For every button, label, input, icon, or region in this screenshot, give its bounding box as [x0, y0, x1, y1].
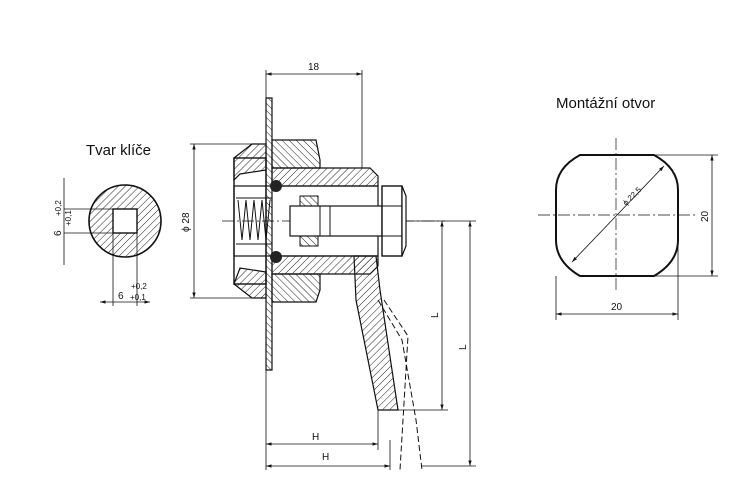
- housing-bottom: [233, 267, 267, 299]
- key-horizontal-tol-upper: +0,2: [131, 282, 147, 291]
- shaft: [289, 205, 383, 237]
- key-shape-title: Tvar klíče: [86, 142, 151, 159]
- dim-hole-width: 20: [611, 302, 623, 313]
- shaft-hatch-a: [299, 195, 319, 207]
- shaft-hatch-b: [299, 235, 319, 247]
- dim-width-18: 18: [308, 62, 320, 73]
- sleeve-top: [271, 167, 379, 187]
- nut-top: [271, 139, 321, 169]
- key-shape-view: Tvar klíče 6 +0,1 +0,2 +0,2 6 +0,1: [53, 142, 162, 306]
- key-square-hole: [112, 208, 138, 234]
- bolt-head: [381, 185, 403, 257]
- lock-section-view: [222, 97, 445, 471]
- cam-lever: [353, 255, 399, 411]
- mounting-hole-title: Montážní otvor: [556, 95, 655, 112]
- key-horizontal-tol-lower: +0,1: [130, 293, 146, 302]
- o-ring-bottom: [270, 251, 282, 263]
- dim-L-long: L: [458, 344, 469, 350]
- section-dimensions: 18 ϕ 28 L L H H: [181, 62, 476, 470]
- o-ring-top: [270, 180, 282, 192]
- mounting-hole-view: Montážní otvor ϕ 22,5 20 20: [538, 95, 718, 320]
- nut-bottom: [271, 273, 321, 303]
- spring: [237, 199, 271, 241]
- dim-hole-diameter: ϕ 22,5: [621, 185, 644, 208]
- dim-diameter-28: ϕ 28: [181, 212, 192, 232]
- dim-H-short: H: [312, 432, 319, 443]
- key-vertical-dim: 6: [53, 230, 64, 236]
- housing-top: [233, 143, 267, 182]
- dim-L-short: L: [430, 312, 441, 318]
- dim-hole-height: 20: [700, 210, 711, 222]
- key-vertical-tol-upper: +0,2: [54, 200, 63, 216]
- key-vertical-tol-lower: +0,1: [64, 210, 73, 226]
- dim-H-long: H: [322, 452, 329, 463]
- key-horizontal-dim: 6: [118, 291, 124, 302]
- cam-lever-alt: [377, 299, 423, 471]
